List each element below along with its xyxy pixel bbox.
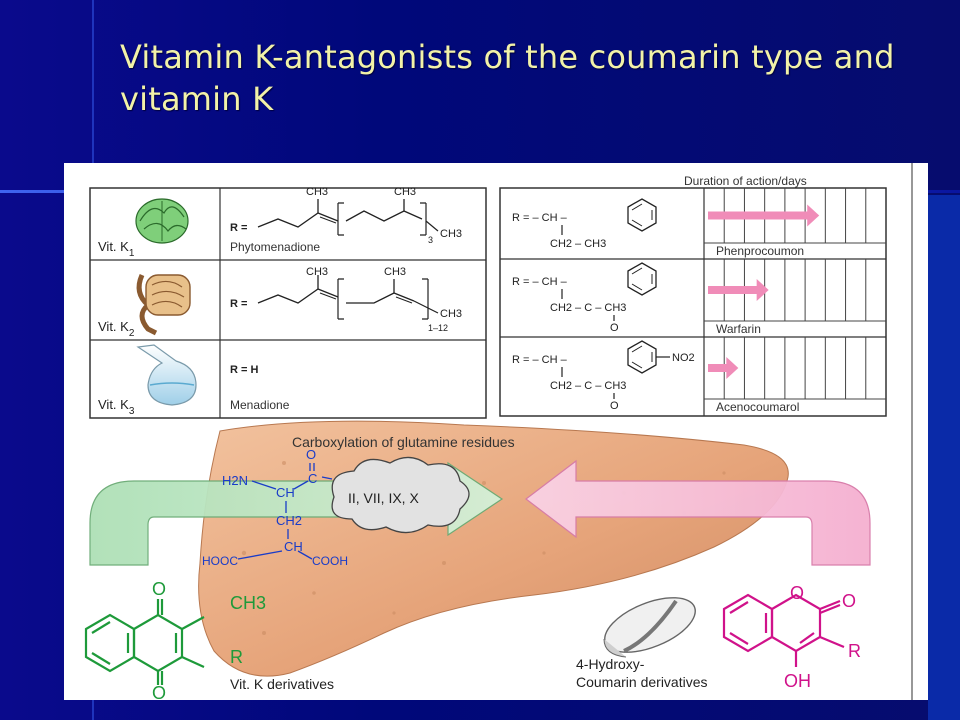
carboxylation-label: Carboxylation of glutamine residues [292,434,515,450]
slide-title: Vitamin K-antagonists of the coumarin ty… [120,38,895,118]
coumarin-caption-line2: Coumarin derivatives [576,674,708,690]
svg-text:CH: CH [284,539,303,554]
svg-text:O: O [790,583,804,603]
row1-compound-name: Phytomenadione [230,240,320,254]
row1-label: Vit. K1 [98,239,135,259]
row1-repeat: 3 [428,235,433,245]
svg-text:C: C [308,471,317,486]
intestine-icon [136,273,191,336]
row3-compound-name: Menadione [230,398,290,412]
coumarin-table: Duration of action/days Phenprocoumon Wa… [499,174,887,417]
row2-repeat: 1–12 [428,323,448,333]
row2-ch3-end: CH3 [440,308,462,320]
decorative-right-band [928,195,960,720]
svg-text:O: O [842,591,856,611]
svg-text:R = – CH –: R = – CH – [512,276,568,288]
row2-r-prefix: R = [230,298,247,310]
warfarin-label: Warfarin [716,322,761,336]
flask-icon [136,344,197,406]
duration-arrows [708,204,820,379]
svg-text:CH2 – CH3: CH2 – CH3 [550,238,606,250]
duration-arrow-warfarin [708,279,769,301]
phenprocoumon-structure: R = – CH – CH2 – CH3 [512,198,657,250]
figure-panel: Vit. K1 Vit. K2 Vit. K3 R = CH3 CH3 CH3 … [64,163,928,703]
phenprocoumon-label: Phenprocoumon [716,244,804,258]
hydroxycoumarin-labels: O O R OH [784,583,861,691]
svg-text:R: R [848,641,861,661]
svg-text:OH: OH [784,671,811,691]
hydroxycoumarin-structure [722,593,845,667]
warfarin-structure: R = – CH – CH2 – C – CH3 O [512,262,657,334]
svg-text:CH2: CH2 [276,513,302,528]
svg-text:O: O [306,447,316,462]
acenocoumarol-label: Acenocoumarol [716,400,799,414]
gla-structure: H2N CH C O CH2 CH HOOC COOH [202,447,348,568]
svg-text:O: O [610,322,619,334]
vitamin-k-table: Vit. K1 Vit. K2 Vit. K3 R = CH3 CH3 CH3 … [89,186,487,419]
svg-text:R: R [230,647,243,667]
svg-text:CH: CH [276,485,295,500]
svg-text:R = – CH –: R = – CH – [512,212,568,224]
duration-header: Duration of action/days [684,174,807,188]
clotting-factors-cloud: II, VII, IX, X [331,456,470,534]
coumarin-caption-line1: 4-Hydroxy- [576,656,645,672]
tablet-icon [603,597,696,658]
svg-text:CH2 – C – CH3: CH2 – C – CH3 [550,380,626,392]
svg-text:HOOC: HOOC [202,554,238,568]
pink-antagonist-arrow [525,459,871,566]
row3-label: Vit. K3 [98,397,135,417]
row1-r-prefix: R = [230,222,247,234]
row2-label: Vit. K2 [98,319,135,339]
duration-grid [704,188,886,400]
pharmacology-diagram: Vit. K1 Vit. K2 Vit. K3 R = CH3 CH3 CH3 … [84,163,913,703]
row1-ch3-end: CH3 [440,228,462,240]
row2-ch3-b: CH3 [384,266,406,278]
duration-arrow-acenocoumarol [708,357,739,379]
svg-text:R = – CH –: R = – CH – [512,354,568,366]
row2-ch3-a: CH3 [306,266,328,278]
row1-ch3-a: CH3 [306,186,328,198]
vitamin-k-labels: O O CH3 R [152,579,266,703]
svg-text:O: O [152,683,166,700]
svg-text:COOH: COOH [312,554,348,568]
row3-r-prefix: R = H [230,364,258,376]
duration-arrow-phenprocoumon [708,204,820,227]
vitamin-k-caption: Vit. K derivatives [230,676,334,692]
svg-text:O: O [152,579,166,599]
row1-ch3-b: CH3 [394,186,416,198]
cabbage-icon [135,198,189,244]
svg-text:CH2 – C – CH3: CH2 – C – CH3 [550,302,626,314]
svg-text:CH3: CH3 [230,593,266,613]
svg-text:O: O [610,400,619,412]
svg-text:H2N: H2N [222,473,248,488]
vitamin-k-naphthoquinone [84,599,205,685]
clotting-factors-text: II, VII, IX, X [348,490,419,506]
acenocoumarol-structure: R = – CH – NO2 CH2 – C – CH3 O [512,340,695,412]
svg-text:NO2: NO2 [672,352,695,364]
